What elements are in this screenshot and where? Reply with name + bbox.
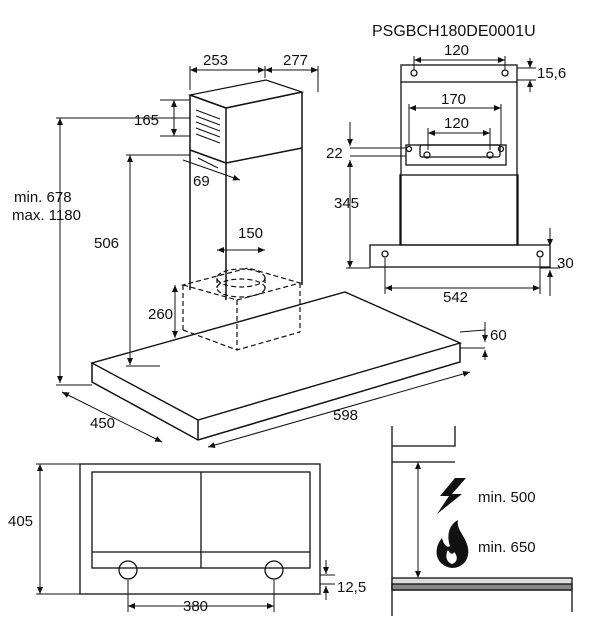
canopy-thickness-label: 60 [490,327,507,344]
clearance-view [391,426,573,616]
vent-grille [195,109,221,144]
height-min-label: min. 678 [14,189,72,206]
chimney-height-label: 506 [94,235,119,252]
bracket-lower-span-label: 170 [441,91,466,108]
bracket-top-offset-label: 15,6 [537,65,566,82]
bracket-height-label: 345 [334,195,359,212]
bottom-view [79,463,321,595]
chimney-width-label: 253 [203,52,228,69]
wall-bracket-view [369,64,551,268]
motor-box-dashed [180,267,303,351]
bracket-bottom-spacing-label: 542 [443,289,468,306]
dimension-lines-main [56,66,488,448]
bracket-lower-spacing-label: 120 [444,115,469,132]
dimension-lines-bottom [36,463,335,612]
bottom-edge-offset-label: 12,5 [337,579,366,596]
bracket-hole-offset-label: 22 [326,145,343,162]
chimney-top-offset-label: 165 [134,112,159,129]
hood-isometric-view [90,79,463,441]
box-height-label: 260 [148,306,173,323]
bottom-depth-label: 405 [8,513,33,530]
lightning-icon [437,478,466,514]
gas-clearance-label: min. 650 [478,539,536,556]
electric-clearance-label: min. 500 [478,489,536,506]
canopy-depth-label: 450 [90,415,115,432]
canopy-width-label: 598 [333,407,358,424]
bottom-fixing-spacing-label: 380 [183,598,208,615]
outlet-diameter-label: 150 [238,225,263,242]
dimension-lines-bracket [346,56,560,296]
model-code: PSGBCH180DE0001U [372,23,536,40]
height-max-label: max. 1180 [12,207,81,224]
bracket-top-spacing-label: 120 [444,42,469,59]
chimney-lower-offset-label: 69 [193,173,210,190]
chimney-depth-label: 277 [283,52,308,69]
flame-icon [436,520,469,568]
bracket-bottom-offset-label: 30 [557,255,574,272]
